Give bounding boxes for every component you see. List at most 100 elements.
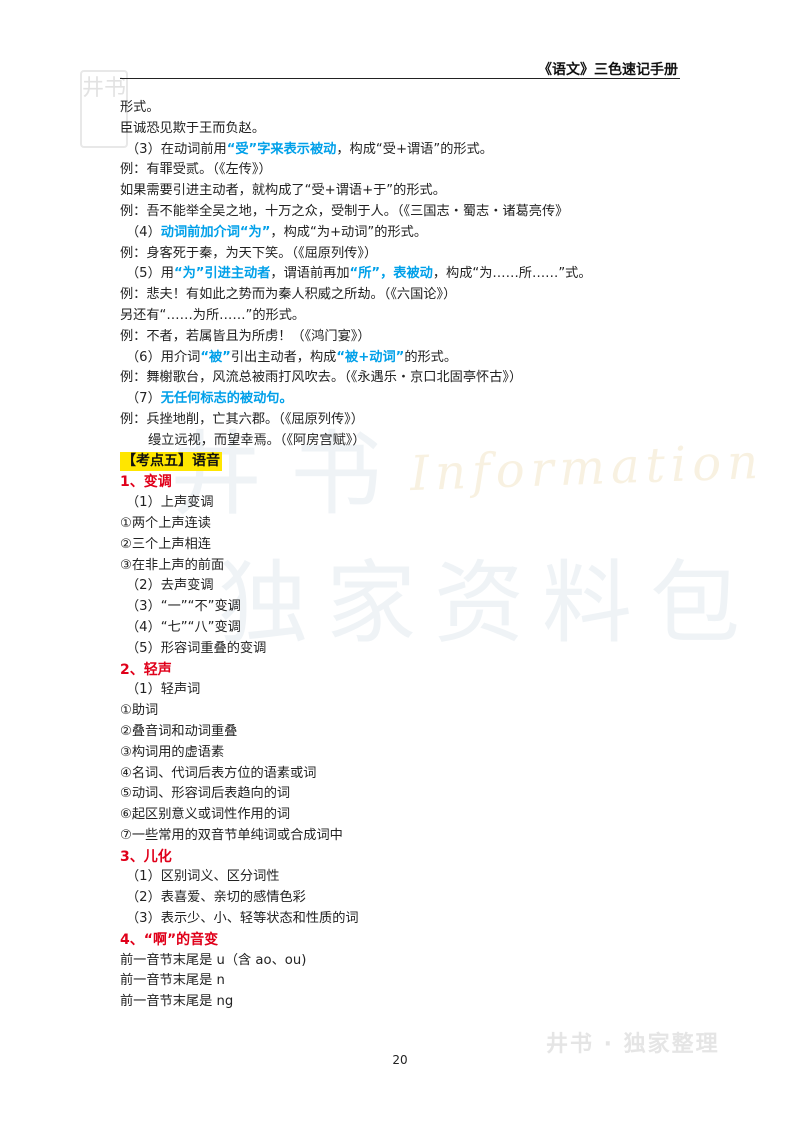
- text-line: ⑤动词、形容词后表趋向的词: [120, 784, 700, 805]
- text-segment: ⑦一些常用的双音节单纯词或合成词中: [120, 827, 343, 843]
- section-heading: 1、变调: [120, 474, 172, 491]
- text-line: （5）用“为”引进主动者，谓语前再加“所”，表被动，构成“为……所……”式。: [120, 264, 700, 285]
- text-line: 例：悲夫！有如此之势而为秦人积威之所劫。（《六国论》）: [120, 285, 700, 306]
- text-segment: （1）轻声词: [126, 682, 201, 698]
- text-segment: （6）用介词: [126, 349, 201, 365]
- text-line: 例：舞榭歌台，风流总被雨打风吹去。（《永遇乐・京口北固亭怀古》）: [120, 368, 700, 389]
- text-line: 例：身客死于秦，为天下笑。（《屈原列传》）: [120, 244, 700, 265]
- text-line: 例：不者，若属皆且为所虏！（《鸿门宴》）: [120, 327, 700, 348]
- text-segment: 形式。: [120, 100, 160, 115]
- text-segment: 例：身客死于秦，为天下笑。（《屈原列传》）: [120, 245, 378, 261]
- section-heading: 2、轻声: [120, 661, 172, 678]
- text-line: （4）“七”“八”变调: [120, 618, 700, 639]
- text-segment: 缦立远视，而望幸焉。（《阿房宫赋》）: [148, 432, 366, 448]
- text-segment: 例：不者，若属皆且为所虏！（《鸿门宴》）: [120, 328, 371, 344]
- text-line: ③构词用的虚语素: [120, 743, 700, 764]
- header-rule: [120, 78, 680, 79]
- highlight-text: “被”: [200, 349, 231, 365]
- text-line: （1）轻声词: [120, 680, 700, 701]
- text-segment: ①两个上声连读: [120, 515, 211, 531]
- text-segment: ⑤动词、形容词后表趋向的词: [120, 786, 291, 802]
- text-line: ①两个上声连读: [120, 514, 700, 535]
- text-line: （7）无任何标志的被动句。: [120, 389, 700, 410]
- text-segment: ④名词、代词后表方位的语素或词: [120, 765, 317, 781]
- text-line: ④名词、代词后表方位的语素或词: [120, 764, 700, 785]
- highlight-text: “为”引进主动者: [173, 266, 271, 282]
- text-line: 例：兵挫地削，亡其六郡。（《屈原列传》）: [120, 410, 700, 431]
- text-segment: （3）表示少、小、轻等状态和性质的词: [126, 911, 359, 927]
- topic-heading: 【考点五】语音: [120, 451, 222, 471]
- text-segment: 臣诚恐见欺于王而负赵。: [120, 120, 266, 136]
- text-segment: （4）“七”“八”变调: [126, 619, 241, 635]
- text-segment: 另还有“……为所……”的形式。: [120, 307, 306, 323]
- page-number: 20: [392, 1053, 408, 1067]
- text-segment: 例：吾不能举全吴之地，十万之众，受制于人。（《三国志・蜀志・诸葛亮传》: [120, 203, 569, 219]
- text-line: 1、变调: [120, 472, 700, 493]
- text-line: （3）表示少、小、轻等状态和性质的词: [120, 909, 700, 930]
- document-body: 形式。臣诚恐见欺于王而负赵。 （3）在动词前用“受”字来表示被动，构成“受+谓语”…: [120, 98, 700, 1013]
- section-heading: 4、“啊”的音变: [120, 931, 219, 948]
- text-segment: ①助词: [120, 703, 159, 719]
- text-line: 例：有罪受贰。（《左传》）: [120, 160, 700, 181]
- text-line: 另还有“……为所……”的形式。: [120, 306, 700, 327]
- text-line: （2）去声变调: [120, 576, 700, 597]
- text-line: （5）形容词重叠的变调: [120, 639, 700, 660]
- text-segment: （3）“一”“不”变调: [126, 599, 241, 615]
- text-segment: 例：悲夫！有如此之势而为秦人积威之所劫。（《六国论》）: [120, 287, 457, 303]
- text-segment: 前一音节末尾是 u（含 ao、ou): [120, 952, 307, 968]
- text-line: ③在非上声的前面: [120, 556, 700, 577]
- text-segment: （5）用: [126, 266, 174, 282]
- highlight-text: 动词前加介词“为”: [160, 224, 271, 240]
- text-segment: 如果需要引进主动者，就构成了“受+谓语+于”的形式。: [120, 183, 446, 199]
- text-line: 臣诚恐见欺于王而负赵。: [120, 119, 700, 140]
- text-segment: （2）去声变调: [126, 578, 214, 594]
- text-segment: 引出主动者，构成: [230, 349, 337, 365]
- text-segment: 例：有罪受贰。（《左传》）: [120, 162, 272, 178]
- text-segment: （1）上声变调: [126, 495, 214, 511]
- text-line: ②叠音词和动词重叠: [120, 722, 700, 743]
- text-segment: ⑥起区别意义或词性作用的词: [120, 807, 291, 823]
- section-heading: 3、儿化: [120, 848, 172, 865]
- text-line: 2、轻声: [120, 660, 700, 681]
- text-line: （1）区别词义、区分词性: [120, 867, 700, 888]
- text-line: ②三个上声相连: [120, 535, 700, 556]
- text-line: 前一音节末尾是 u（含 ao、ou): [120, 951, 700, 972]
- text-line: 【考点五】语音: [120, 451, 700, 473]
- text-line: 前一音节末尾是 n: [120, 971, 700, 992]
- text-segment: 的形式。: [404, 349, 458, 365]
- text-line: 前一音节末尾是 ng: [120, 992, 700, 1013]
- text-line: （3）在动词前用“受”字来表示被动，构成“受+谓语”的形式。: [120, 140, 700, 161]
- text-line: （3）“一”“不”变调: [120, 597, 700, 618]
- text-line: 缦立远视，而望幸焉。（《阿房宫赋》）: [120, 431, 700, 452]
- highlight-text: “所”，表被动: [349, 266, 433, 282]
- text-segment: 例：舞榭歌台，风流总被雨打风吹去。（《永遇乐・京口北固亭怀古》）: [120, 370, 523, 386]
- text-segment: ，构成“受+谓语”的形式。: [336, 141, 493, 157]
- text-segment: （1）区别词义、区分词性: [126, 869, 280, 885]
- highlight-text: “被+动词”: [336, 349, 405, 365]
- text-segment: ②三个上声相连: [120, 536, 211, 552]
- text-segment: 前一音节末尾是 ng: [120, 994, 234, 1010]
- text-line: 例：吾不能举全吴之地，十万之众，受制于人。（《三国志・蜀志・诸葛亮传》: [120, 202, 700, 223]
- text-segment: ②叠音词和动词重叠: [120, 723, 238, 739]
- text-segment: （4）: [126, 224, 161, 240]
- text-segment: 前一音节末尾是 n: [120, 973, 225, 989]
- text-line: 4、“啊”的音变: [120, 930, 700, 951]
- text-line: （4）动词前加介词“为”，构成“为+动词”的形式。: [120, 223, 700, 244]
- text-segment: （7）: [126, 391, 161, 407]
- text-segment: ③在非上声的前面: [120, 557, 225, 573]
- page-header-title: 《语文》三色速记手册: [538, 62, 678, 78]
- text-segment: ③构词用的虚语素: [120, 744, 225, 760]
- text-line: （1）上声变调: [120, 493, 700, 514]
- text-line: ①助词: [120, 701, 700, 722]
- text-segment: ，构成“为+动词”的形式。: [270, 224, 428, 240]
- highlight-text: “受”字来表示被动: [226, 141, 337, 157]
- text-segment: （3）在动词前用: [126, 141, 227, 157]
- text-line: ⑦一些常用的双音节单纯词或合成词中: [120, 826, 700, 847]
- text-segment: 例：兵挫地削，亡其六郡。（《屈原列传》）: [120, 411, 364, 427]
- text-line: 形式。: [120, 98, 700, 119]
- text-line: （2）表喜爱、亲切的感情色彩: [120, 888, 700, 909]
- text-segment: （2）表喜爱、亲切的感情色彩: [126, 890, 306, 906]
- highlight-text: 无任何标志的被动句。: [160, 391, 293, 407]
- text-segment: ，构成“为……所……”式。: [432, 266, 592, 282]
- text-line: 3、儿化: [120, 847, 700, 868]
